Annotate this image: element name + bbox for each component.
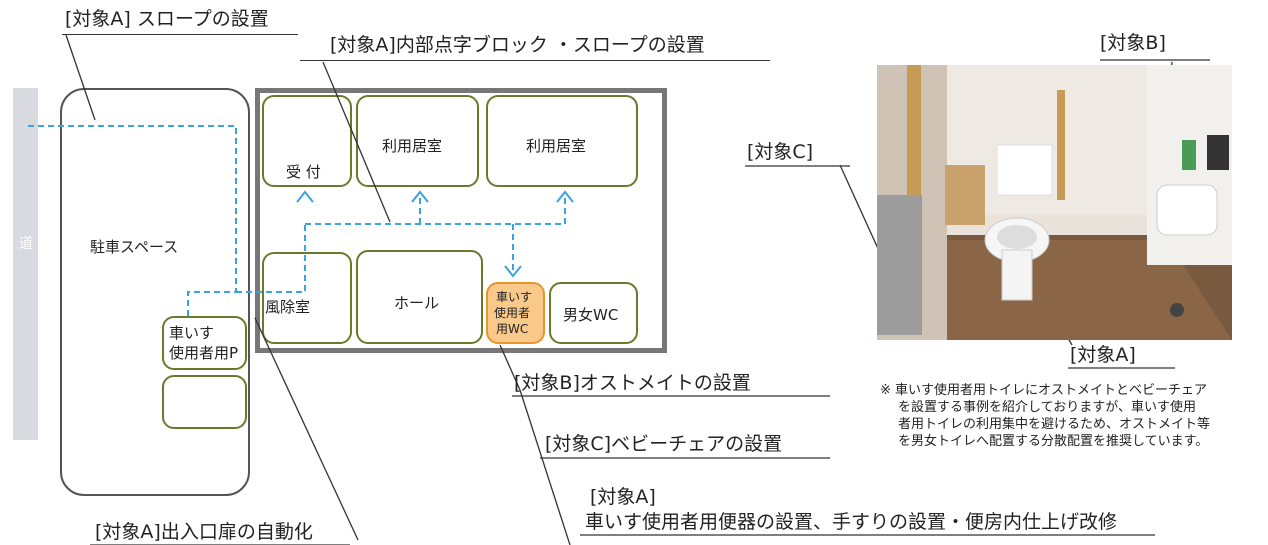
route-arrowheads	[296, 190, 574, 278]
road-label: 道	[19, 236, 33, 252]
accessible-wc-room: 車いす 使用者 用WC	[486, 282, 545, 344]
living-room-1-label: 利用居室	[382, 137, 443, 155]
leader-braille	[322, 61, 391, 223]
photo-tag-a: [対象A]	[1070, 344, 1136, 366]
slope-underline	[62, 34, 298, 35]
braille-underline	[300, 60, 770, 61]
note-line-1: ※ 車いす使用者用トイレにオストメイトとベビーチェア	[880, 383, 1208, 398]
road: 道	[13, 88, 38, 440]
ostomate-label: [対象B]オストメイトの設置	[514, 372, 751, 394]
living-room-2-label: 利用居室	[526, 137, 587, 155]
route-parking-to-building	[236, 224, 306, 293]
leader-slope	[65, 34, 96, 121]
slope-label: [対象A] スロープの設置	[65, 8, 269, 30]
leader-ostomate-a	[499, 344, 521, 391]
accessible-parking-label-line2: 使用者用P	[169, 344, 239, 362]
braille-block-label: [対象A]内部点字ブロック ・スロープの設置	[330, 34, 705, 56]
vestibule-label: 風除室	[265, 298, 311, 316]
building-outline	[255, 88, 667, 353]
leader-door	[254, 317, 359, 541]
accessible-wc-label-line1: 車いす	[496, 290, 533, 304]
living-room-2: 利用居室	[486, 95, 638, 187]
accessible-parking-space: 車いす 使用者用P	[162, 316, 247, 370]
note-line-4: を男女トイレへ配置する分散配置を推奨しています。	[898, 433, 1209, 449]
vestibule-room: 風除室	[262, 252, 352, 344]
accessible-route	[28, 125, 566, 316]
parking-label: 駐車スペース	[90, 238, 179, 256]
hall-room: ホール	[356, 250, 483, 344]
toilet-label-line2: 車いす使用者用便器の設置、手すりの設置・便房内仕上げ改修	[585, 511, 1118, 533]
route-corridor	[305, 198, 566, 225]
photo-tag-c: [対象C]	[747, 141, 814, 163]
reception-room: 受 付	[262, 95, 352, 187]
toilet-photo-illustration	[877, 65, 1232, 340]
general-wc-room: 男女WC	[549, 282, 638, 344]
arrow-room2	[556, 190, 574, 203]
recommendation-note: ※ 車いす使用者用トイレにオストメイトとベビーチェア を設置する事例を紹介してお…	[880, 383, 1210, 451]
route-road-to-parking	[28, 125, 237, 316]
arrow-reception	[296, 190, 314, 203]
reception-label: 受 付	[286, 163, 321, 181]
living-room-1: 利用居室	[356, 95, 479, 187]
door-automation-label: [対象A]出入口扉の自動化	[95, 521, 313, 543]
hall-label: ホール	[394, 294, 440, 312]
toilet-label-line1: [対象A]	[590, 486, 656, 508]
leader-ostomate-b	[519, 389, 571, 545]
note-line-2: を設置する事例を紹介しておりますが、車いす使用	[898, 399, 1196, 415]
accessible-parking-label-line1: 車いす	[169, 324, 215, 342]
toilet-photo	[877, 65, 1232, 340]
general-wc-label: 男女WC	[563, 306, 619, 324]
note-line-3: 者用トイレの利用集中を避けるため、オストメイト等	[898, 416, 1211, 432]
arrow-room1	[411, 190, 429, 203]
parking-space	[162, 375, 247, 429]
photo-tag-b: [対象B]	[1100, 32, 1166, 54]
accessible-wc-label-line2: 使用者	[494, 306, 531, 320]
babychair-label: [対象C]ベビーチェアの設置	[545, 433, 783, 455]
accessible-wc-label-line3: 用WC	[496, 322, 529, 336]
arrow-wc	[504, 265, 522, 278]
